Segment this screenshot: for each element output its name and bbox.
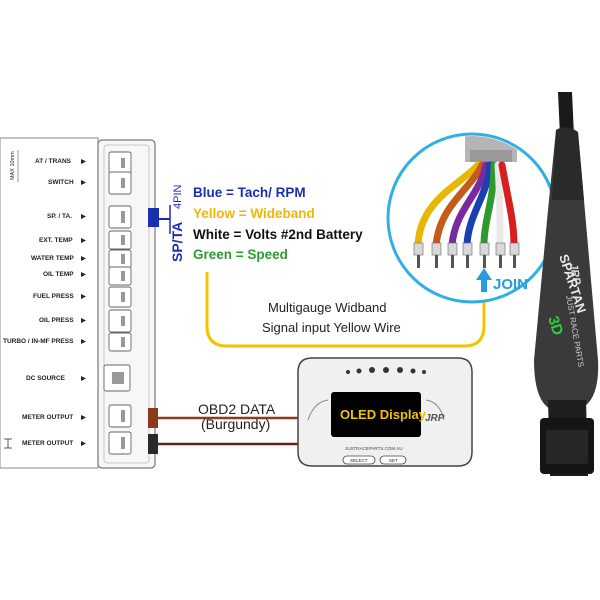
spartan-3d-device: SPARTAN 3D JRP JUST RACE PARTS [534, 92, 599, 476]
port-label-meter-output-1: METER OUTPUT [22, 414, 73, 421]
port-label-oil-temp: OIL TEMP [43, 271, 74, 278]
port-label-dc-source: DC SOURCE [26, 375, 66, 382]
jrp-display-logo: JRP [425, 413, 445, 424]
legend-blue: Blue = Tach/ RPM [193, 185, 306, 200]
join-arrow-icon [476, 268, 492, 292]
legend-white: White = Volts #2nd Battery [193, 227, 363, 242]
sp-ta-label: SP/TA [169, 222, 185, 262]
port-label-oil-press: OIL PRESS [39, 317, 74, 324]
select-button[interactable] [342, 455, 376, 465]
controller-unit: MAX 10mm AT / TRANS SWITCH SP. / TA. EXT… [0, 137, 156, 469]
oled-gauge: OLED Display JRP JUSTRACEPARTS.COM.AU SE… [297, 357, 473, 467]
port-label-at-trans: AT / TRANS [35, 158, 72, 165]
sp-ta-connector: 4PIN SP/TA [148, 184, 185, 262]
wire-color-legend: Blue = Tach/ RPM Yellow = Wideband White… [193, 185, 363, 262]
legend-green: Green = Speed [193, 247, 288, 262]
caption-line-2: Signal input Yellow Wire [262, 320, 401, 335]
port-label-switch: SWITCH [48, 179, 74, 186]
max-dimension-label: MAX 10mm [10, 151, 16, 180]
jrp-logo: JRP [567, 262, 583, 286]
yellow-signal-wire [205, 272, 486, 348]
legend-yellow: Yellow = Wideband [193, 206, 315, 221]
set-button[interactable] [379, 455, 407, 465]
port-label-sp-ta: SP. / TA. [47, 213, 72, 220]
join-label: JOIN [493, 276, 528, 293]
select-button-label: SELECT [350, 458, 368, 463]
obd-label-line-1: OBD2 DATA [198, 401, 276, 417]
obd-wires: OBD2 DATA (Burgundy) [148, 401, 300, 454]
4pin-label: 4PIN [172, 184, 184, 209]
display-url: JUSTRACEPARTS.COM.AU [345, 446, 403, 451]
obd-label-line-2: (Burgundy) [201, 416, 270, 432]
port-label-turbo: TURBO / IN-MF PRESS [3, 338, 74, 345]
port-label-ext-temp: EXT. TEMP [39, 237, 73, 244]
set-button-label: SET [389, 458, 398, 463]
controller-sockets [103, 151, 132, 455]
socket-pins [112, 158, 125, 449]
caption-line-1: Multigauge Widband [268, 300, 387, 315]
spartan-model: 3D [544, 314, 566, 338]
wire-closeup: JOIN [386, 132, 558, 304]
port-arrows [81, 159, 86, 446]
port-label-meter-output-2: METER OUTPUT [22, 440, 73, 447]
oled-screen-text: OLED Display [340, 407, 427, 422]
port-label-fuel-press: FUEL PRESS [33, 293, 74, 300]
port-label-water-temp: WATER TEMP [31, 255, 75, 262]
